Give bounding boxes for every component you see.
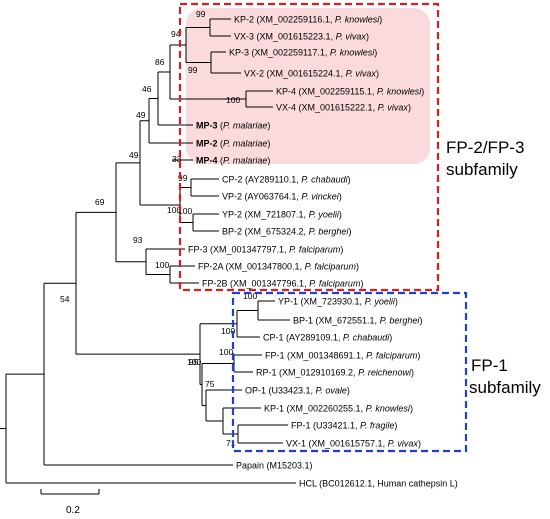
scale-bar-label: 0.2 <box>66 505 80 516</box>
fp1-subfamily-box <box>231 291 468 453</box>
bootstrap-value: 100 <box>178 206 192 216</box>
fp23-subfamily-subtitle: subfamily <box>446 160 518 179</box>
taxon-label-yp2: YP-2 (XM_721807.1, P. yoelii) <box>222 210 342 220</box>
bootstrap-value: 100 <box>226 95 240 105</box>
taxon-label-fp3: FP-3 (XM_001347797.1, P. falciparum) <box>188 245 343 255</box>
taxon-label-papain: Papain (M15203.1) <box>236 461 313 471</box>
bootstrap-value: 100 <box>187 357 201 367</box>
taxon-label-kp1: KP-1 (XM_002260255.1, P. knowlesi) <box>264 404 413 414</box>
bootstrap-value: 33 <box>172 154 182 164</box>
taxon-labels: KP-2 (XM_002259116.1, P. knowlesi) VX-3 (… <box>188 15 458 489</box>
taxon-label-vx3: VX-3 (XM_001615223.1, P. vivax) <box>234 32 369 42</box>
taxon-label-fp1g: FP-1 (U33421.1, P. fragile) <box>291 421 397 431</box>
fp1-subfamily-subtitle: subfamily <box>469 378 541 397</box>
taxon-label-kp4: KP-4 (XM_002259115.1, P. knowlesi) <box>276 87 424 97</box>
bootstrap-values: 9999941008646493399100100491009369100100… <box>60 9 257 448</box>
bootstrap-value: 99 <box>178 173 188 183</box>
bootstrap-value: 46 <box>142 84 152 94</box>
taxon-label-yp1: YP-1 (XM_723930.1, P. yoelii) <box>278 297 398 307</box>
taxon-label-fp2b: FP-2B (XM_001347796.1, P. falciparum) <box>202 279 363 289</box>
taxon-label-vp2: VP-2 (AY063764.1, P. vinckei) <box>222 192 342 202</box>
scale-bar: 0.2 <box>40 489 100 516</box>
taxon-label-cp2: CP-2 (AY289110.1, P. chabaudi) <box>222 175 351 185</box>
bootstrap-value: 49 <box>136 110 146 120</box>
bootstrap-value: 100 <box>219 347 233 357</box>
bootstrap-value: 69 <box>95 197 105 207</box>
bootstrap-value: 86 <box>155 57 165 67</box>
bootstrap-value: 54 <box>60 294 70 304</box>
taxon-label-vx2: VX-2 (XM_001615224.1, P. vivax) <box>244 69 379 79</box>
taxon-label-mp4: MP-4 (P. malariae) <box>196 156 270 166</box>
bootstrap-value: 99 <box>196 9 206 19</box>
taxon-label-bp1: BP-1 (XM_672551.1, P. berghei) <box>293 316 422 326</box>
bootstrap-value: 99 <box>188 65 198 75</box>
taxon-label-bp2: BP-2 (XM_675324.2, P. berghei) <box>222 227 351 237</box>
taxon-label-cp1: CP-1 (AY289109.1, P. chabaudi) <box>263 333 392 343</box>
taxon-label-op1: OP-1 (U33423.1, P. ovale) <box>245 386 350 396</box>
bootstrap-value: 100 <box>221 326 235 336</box>
taxon-label-mp2: MP-2 (P. malariae) <box>196 139 270 149</box>
fp23-highlight-region <box>186 8 430 164</box>
taxon-label-rp1: RP-1 (XM_012910169.2, P. reichenowi) <box>256 368 414 378</box>
taxon-label-kp3: KP-3 (XM_002259117.1, P. knowlesi) <box>229 48 377 58</box>
bootstrap-value: 95 <box>189 357 199 367</box>
taxon-label-fp2a: FP-2A (XM_001347800.1, P. falciparum) <box>198 262 359 272</box>
taxon-label-mp3: MP-3 (P. malariae) <box>196 121 270 131</box>
bootstrap-value: 100 <box>167 205 181 215</box>
bootstrap-value: 93 <box>133 235 143 245</box>
fp23-subfamily-box <box>178 2 440 292</box>
taxon-label-vx1: VX-1 (XM_001615757.1, P. vivax) <box>286 439 421 449</box>
taxon-label-kp2: KP-2 (XM_002259116.1, P. knowlesi) <box>234 15 382 25</box>
bootstrap-value: 100 <box>155 260 169 270</box>
tree-branches <box>0 18 296 484</box>
bootstrap-value: 71 <box>226 438 236 448</box>
bootstrap-value: 49 <box>129 150 139 160</box>
taxon-label-vx4: VX-4 (XM_001615222.1, P. vivax) <box>276 103 411 113</box>
bootstrap-value: 100 <box>243 291 257 301</box>
bootstrap-value: 94 <box>171 29 181 39</box>
bootstrap-value: 75 <box>205 379 215 389</box>
taxon-label-hcl: HCL (BC012612.1, Human cathepsin L) <box>299 479 458 489</box>
fp1-subfamily-title: FP-1 <box>471 356 508 375</box>
fp23-subfamily-title: FP-2/FP-3 <box>446 138 525 157</box>
taxon-label-fp1f: FP-1 (XM_001348691.1, P. falciparum) <box>265 351 420 361</box>
